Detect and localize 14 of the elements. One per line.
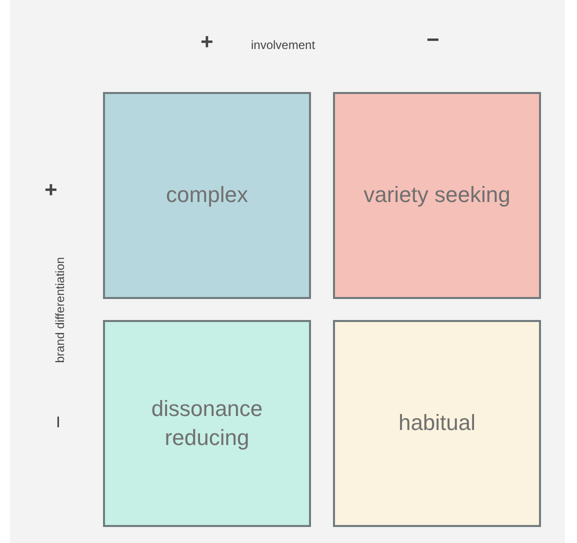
quadrant-box <box>333 320 541 527</box>
minus-sign: − <box>426 27 440 53</box>
quadrant-box <box>333 92 541 299</box>
quadrant-label: variety seeking <box>362 181 512 210</box>
quadrant-box <box>103 320 311 527</box>
quadrant-label: complex <box>165 181 249 210</box>
quadrant-box <box>103 92 311 299</box>
plus-sign: + <box>200 29 214 55</box>
quadrant-label: habitual <box>397 409 477 438</box>
plus-sign: + <box>44 177 58 203</box>
axis-label: involvement <box>251 38 316 52</box>
axis-label: brand differentiation <box>52 257 67 363</box>
minus-sign: − <box>44 416 71 428</box>
quadrant-label: dissonance reducing <box>150 394 264 452</box>
